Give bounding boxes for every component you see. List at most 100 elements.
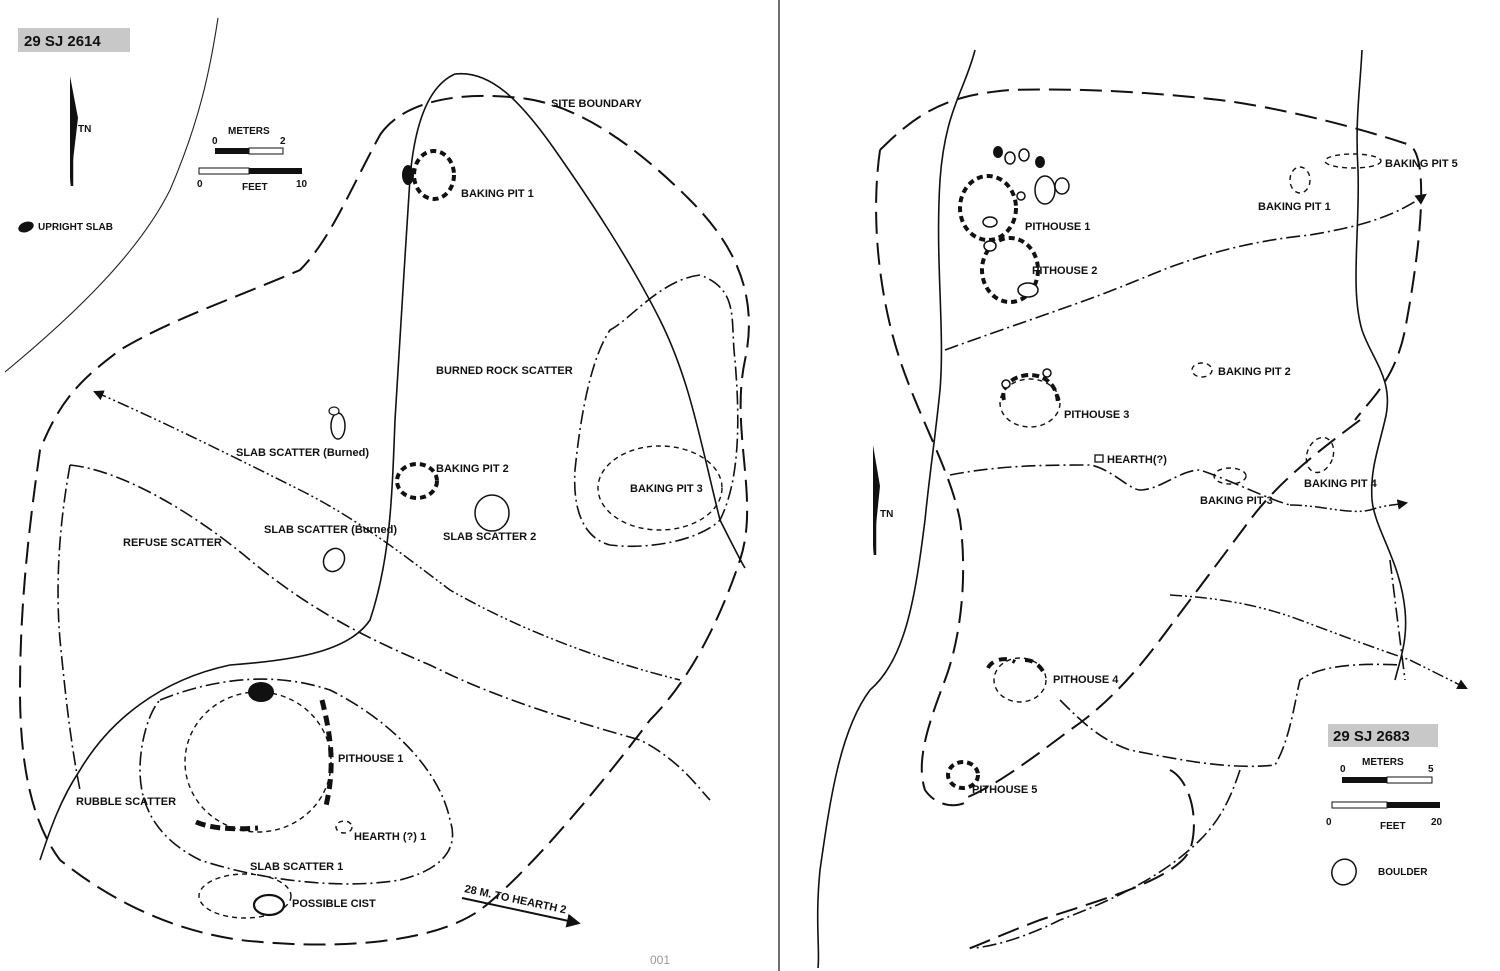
hearth-1-shape [335,820,353,834]
right-pithouse-5-shape [946,760,980,790]
pithouse-1-inner [184,691,332,833]
label-refuse-scatter: REFUSE SCATTER [123,537,222,549]
label-baking-pit-2: BAKING PIT 2 [436,463,509,475]
right-site-id-box [1328,724,1438,747]
right-pithouse-2-cluster [980,236,1040,304]
right-transect-1 [944,193,1427,351]
right-transect-7 [974,769,1241,949]
right-scale-feet-label: FEET [1380,821,1406,832]
pithouse-1-outer-boundary [139,678,454,885]
label-slab-scatter-2: SLAB SCATTER 2 [443,531,536,543]
slab-scatter-burned-b-shape [322,547,346,573]
label-baking-pit-1: BAKING PIT 1 [461,188,534,200]
burned-rock-scatter-boundary [573,274,739,548]
legend-boulder: BOULDER [1378,867,1428,878]
baking-pit-1-stones [402,149,456,201]
left-scale-meters-max: 2 [280,136,286,147]
right-label-baking-pit-4: BAKING PIT 4 [1304,478,1378,490]
right-pithouse-4-cluster [986,657,1047,703]
baking-pit-2-stones [395,462,439,500]
right-label-pithouse-3: PITHOUSE 3 [1064,409,1129,421]
right-hearth-shape [1094,454,1104,463]
right-scale-meters-min: 0 [1340,764,1346,775]
right-baking-pit-5-shape [1324,153,1382,169]
upright-slab-icon [18,221,34,233]
label-site-boundary: SITE BOUNDARY [551,98,642,110]
left-map-29sj2614: 29 SJ 2614 TN METERS 0 2 0 FEET 10 UPRIG… [4,17,750,967]
right-north-label: TN [880,509,893,520]
refuse-scatter-boundary-west [57,464,81,791]
to-hearth-2-arrow [461,897,581,928]
right-site-boundary [879,88,1423,421]
right-site-boundary-south [964,769,1195,951]
right-site-boundary-west [875,149,971,807]
pithouse-1-stones [319,699,334,811]
right-site-id: 29 SJ 2683 [1333,728,1410,745]
right-label-baking-pit-1: BAKING PIT 1 [1258,201,1331,213]
left-scale-meters-min: 0 [212,136,218,147]
right-transect-5 [1059,663,1401,768]
right-site-boundary-east [959,419,1361,801]
left-scale-feet-max: 10 [296,179,308,190]
right-scale-bar: METERS 0 5 0 FEET 20 [1326,757,1443,832]
left-wash-line [4,17,219,373]
left-scale-feet-min: 0 [197,179,203,190]
label-possible-cist: POSSIBLE CIST [292,898,376,910]
label-baking-pit-3: BAKING PIT 3 [630,483,703,495]
left-arrow-line [93,390,681,681]
legend-upright-slab: UPRIGHT SLAB [38,222,113,233]
left-site-id: 29 SJ 2614 [24,33,101,50]
label-burned-rock-scatter: BURNED ROCK SCATTER [436,365,573,377]
right-pithouse-3-cluster [999,368,1061,428]
right-label-pithouse-4: PITHOUSE 4 [1053,674,1119,686]
left-north-arrow-icon [70,76,78,186]
right-label-pithouse-5: PITHOUSE 5 [972,784,1037,796]
label-to-hearth-2: 28 M. TO HEARTH 2 [463,883,567,916]
boulder-icon [1331,858,1357,886]
right-map-29sj2683: TN 29 SJ 2683 METERS 0 5 0 FEET 20 BOULD… [816,49,1468,969]
right-scale-feet-min: 0 [1326,817,1332,828]
right-scale-meters-max: 5 [1428,764,1434,775]
left-scale-feet-label: FEET [242,182,268,193]
pithouse-1-upright-slabs [248,682,274,702]
refuse-scatter-boundary [69,464,711,801]
right-scale-meters-label: METERS [1362,757,1404,768]
label-slab-scatter-burned-b: SLAB SCATTER (Burned) [264,524,397,536]
label-slab-scatter-1: SLAB SCATTER 1 [250,861,343,873]
right-transect-2 [949,464,1291,506]
slab-scatter-burned-a-shape [328,406,346,440]
right-baking-pit-1-shape [1289,166,1311,194]
right-north-arrow-icon [873,445,880,555]
right-transect-4 [1169,594,1468,689]
left-site-boundary [18,94,750,946]
label-rubble-scatter: RUBBLE SCATTER [76,796,176,808]
right-transect-6 [1389,559,1406,681]
baking-pit-3-outline [597,445,723,531]
left-scale-meters-label: METERS [228,126,270,137]
label-pithouse-1: PITHOUSE 1 [338,753,403,765]
sheet-number: 001 [650,953,670,967]
slab-scatter-2-shape [474,494,510,532]
left-drainage-central [409,72,746,569]
right-label-baking-pit-2: BAKING PIT 2 [1218,366,1291,378]
label-slab-scatter-burned-a: SLAB SCATTER (Burned) [236,447,369,459]
left-drainage-west [39,177,411,861]
right-transect-3 [1289,499,1409,513]
right-label-pithouse-2: PITHOUSE 2 [1032,265,1097,277]
right-label-baking-pit-3: BAKING PIT 3 [1200,495,1273,507]
right-pithouse-1-cluster [958,146,1070,242]
right-baking-pit-2-shape [1191,362,1213,378]
left-site-id-box [18,28,130,52]
right-baking-pit-3-shape [1213,467,1247,485]
right-wash-east [1355,49,1407,681]
slab-scatter-1-outline [198,873,292,919]
right-label-baking-pit-5: BAKING PIT 5 [1385,158,1458,170]
right-label-hearth: HEARTH(?) [1107,454,1167,466]
right-wash-west [816,49,976,969]
right-label-pithouse-1: PITHOUSE 1 [1025,221,1090,233]
pithouse-1-south-stones [195,819,259,832]
label-hearth-1: HEARTH (?) 1 [354,831,426,843]
possible-cist-shape [252,893,286,917]
left-scale-bar: METERS 0 2 0 FEET 10 [197,126,308,193]
